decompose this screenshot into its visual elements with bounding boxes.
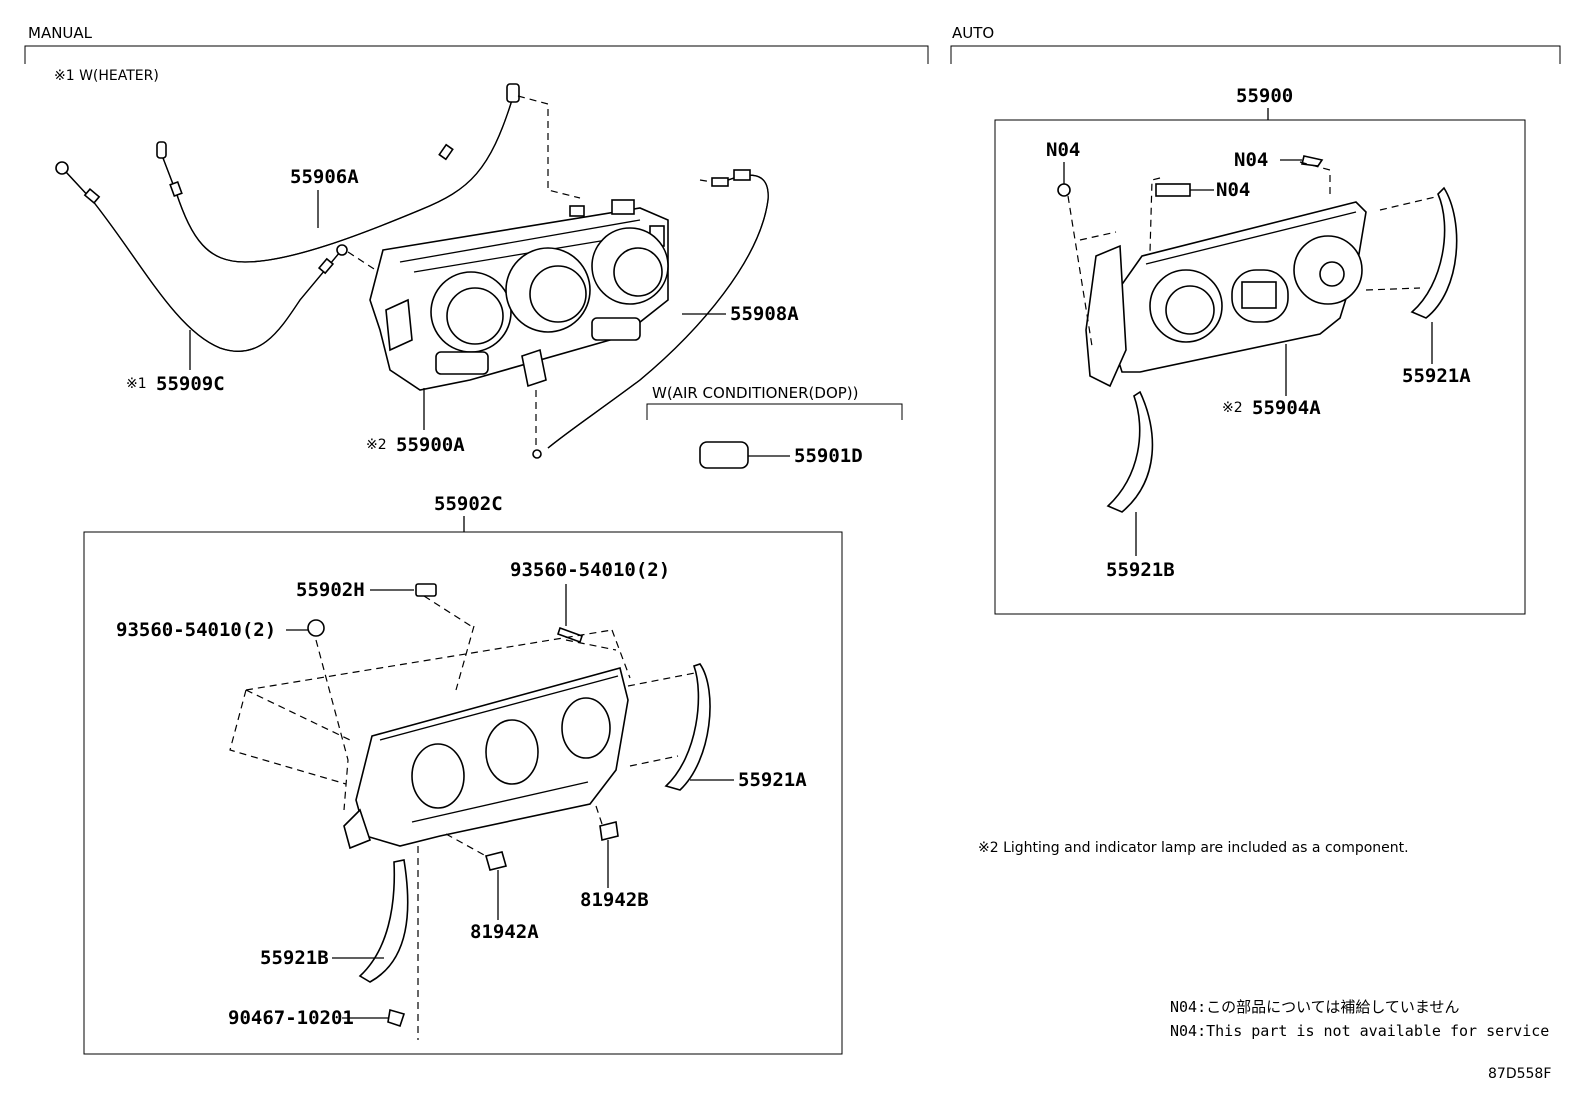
trim-55921a-auto-drawing xyxy=(1410,186,1458,319)
leader-dash-55909c xyxy=(347,251,395,283)
label-n04-c: N04 xyxy=(1216,179,1250,201)
n04-note-japanese: N04:この部品については補給していません xyxy=(1170,998,1459,1016)
heater-note: ※1 W(HEATER) xyxy=(54,68,159,84)
leader-dash-55908a xyxy=(699,179,713,183)
screw-93560-right-drawing xyxy=(556,626,584,644)
label-93560-right: 93560-54010(2) xyxy=(510,559,670,581)
leader-dash-55921a xyxy=(627,671,701,767)
clip-81942b-drawing xyxy=(599,821,619,841)
label-55901d: 55901D xyxy=(794,445,863,467)
label-81942a: 81942A xyxy=(470,921,539,943)
mark-55904a: ※2 xyxy=(1222,400,1243,416)
mark-55900a: ※2 xyxy=(366,437,387,453)
leader-dash-81942 xyxy=(445,805,603,857)
cable-55906a-drawing xyxy=(156,83,520,263)
section-auto-title: AUTO xyxy=(952,24,994,42)
leader-dash-55906a xyxy=(517,95,581,199)
label-55921b-manual: 55921B xyxy=(260,947,329,969)
box-55902c xyxy=(83,531,843,1055)
trim-55921a-manual-drawing xyxy=(664,663,711,791)
figure-id: 87D558F xyxy=(1488,1066,1551,1082)
label-90467: 90467-10201 xyxy=(228,1007,354,1029)
control-unit-55904a-drawing xyxy=(1085,201,1367,388)
bulb-n04-a-drawing xyxy=(1057,183,1071,197)
switch-55901d-drawing xyxy=(699,441,749,469)
label-55902h: 55902H xyxy=(296,579,365,601)
label-55921a-manual: 55921A xyxy=(738,769,807,791)
label-55921a-auto: 55921A xyxy=(1402,365,1471,387)
label-55909c: 55909C xyxy=(156,373,225,395)
part-55902h-drawing xyxy=(415,583,437,597)
exploded-dash-lines xyxy=(229,595,631,811)
clip-81942a-drawing xyxy=(485,851,507,871)
label-n04-a: N04 xyxy=(1046,139,1080,161)
clip-drawing xyxy=(532,449,542,459)
mark-55909c: ※1 xyxy=(126,376,147,392)
cable-55908a-drawing xyxy=(547,169,769,449)
box-55900 xyxy=(994,119,1526,615)
cable-55909c-drawing xyxy=(55,161,348,353)
ac-option-bracket xyxy=(646,403,903,420)
label-55908a: 55908A xyxy=(730,303,799,325)
label-n04-b: N04 xyxy=(1234,149,1268,171)
control-unit-55900a-drawing xyxy=(369,199,669,391)
label-55921b-auto: 55921B xyxy=(1106,559,1175,581)
auto-exploded-dash-lines xyxy=(1067,161,1449,347)
label-55902c: 55902C xyxy=(434,493,503,515)
label-55906a: 55906A xyxy=(290,166,359,188)
clip-90467-drawing xyxy=(387,1008,406,1028)
ac-option-title: W(AIR CONDITIONER(DOP)) xyxy=(652,384,859,402)
screw-n04-b-drawing xyxy=(1301,155,1324,167)
label-55900: 55900 xyxy=(1236,85,1293,107)
label-81942b: 81942B xyxy=(580,889,649,911)
label-55904a: 55904A xyxy=(1252,397,1321,419)
trim-55921b-auto-drawing xyxy=(1106,390,1154,513)
label-93560-left: 93560-54010(2) xyxy=(116,619,276,641)
n04-note-english: N04:This part is not available for servi… xyxy=(1170,1022,1549,1040)
label-55900a: 55900A xyxy=(396,434,465,456)
lighting-note: ※2 Lighting and indicator lamp are inclu… xyxy=(978,840,1409,856)
clip-93560-left-drawing xyxy=(307,619,325,637)
trim-55921b-manual-drawing xyxy=(358,859,409,983)
section-manual-bracket xyxy=(24,45,929,64)
lamp-n04-c-drawing xyxy=(1155,183,1191,197)
bezel-55902c-drawing xyxy=(343,667,629,850)
section-auto-bracket xyxy=(950,45,1561,64)
section-manual-title: MANUAL xyxy=(28,24,93,42)
